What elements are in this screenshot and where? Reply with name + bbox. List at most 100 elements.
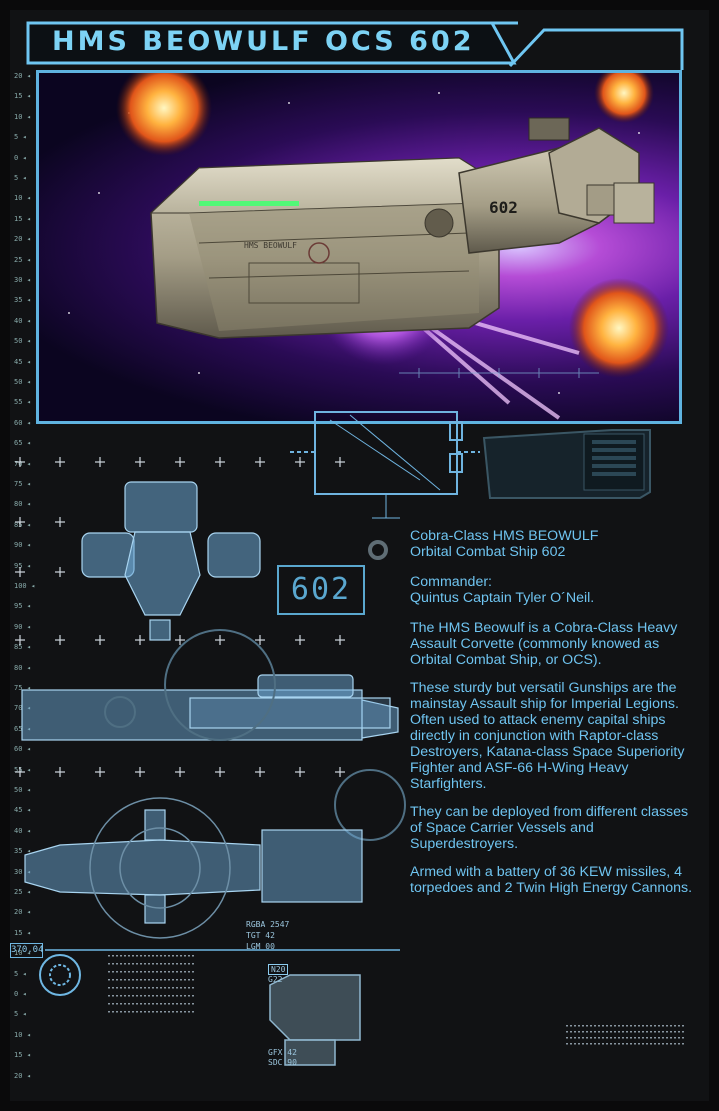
ruler-tick: 75 ◂ — [14, 684, 31, 692]
crosshair-mark — [15, 767, 25, 777]
targeting-box — [290, 411, 480, 519]
ruler-tick: 10 ◂ — [14, 194, 31, 203]
ruler-tick: 10 ◂ — [14, 112, 31, 121]
explosion-top-right — [594, 73, 654, 123]
ruler-tick: 25 ◂ — [14, 255, 31, 264]
corvette-ship: 602 HMS BEOWULF — [149, 117, 655, 339]
data-panel — [482, 429, 651, 499]
crosshair-mark — [55, 567, 65, 577]
explosion-left — [116, 73, 212, 156]
crosshair-mark — [295, 457, 305, 467]
ruler-tick: 45 ◂ — [14, 806, 31, 815]
ruler-tick: 50 ◂ — [14, 786, 31, 794]
emblem-icon — [308, 242, 330, 264]
bottom-view-schematic — [24, 809, 363, 924]
ruler-tick: 20 ◂ — [14, 235, 31, 244]
ruler-tick: 50 ◂ — [14, 378, 31, 386]
ruler-tick: 70 ◂ — [14, 459, 31, 468]
crosshair-mark — [175, 767, 185, 777]
blueprint-diagram — [15, 411, 684, 1066]
ruler-tick: 5 ◂ — [14, 1010, 27, 1019]
ruler-tick: 25 ◂ — [14, 888, 31, 896]
crosshair-mark — [15, 457, 25, 467]
crosshair-mark — [95, 457, 105, 467]
star-field — [68, 92, 640, 394]
ruler-tick: 95 ◂ — [14, 602, 31, 611]
ruler-tick: 15 ◂ — [14, 1051, 31, 1060]
title-tab: HMS BEOWULF OCS 602 — [22, 20, 518, 66]
ruler-tick: 40 ◂ — [14, 316, 31, 325]
ruler-tick: 60 ◂ — [14, 745, 31, 754]
telemetry-sdc: SDC 90 — [268, 1058, 297, 1067]
ruler-tick: 85 ◂ — [14, 643, 31, 652]
ship-description: Cobra-Class HMS BEOWULF Orbital Combat S… — [410, 528, 702, 908]
description-paragraph-3: They can be deployed from different clas… — [410, 804, 689, 852]
hud-overlay — [399, 368, 599, 378]
hero-illustration: 602 HMS BEOWULF — [36, 70, 682, 424]
crosshair-mark — [295, 767, 305, 777]
top-view-schematic — [81, 481, 261, 641]
crosshair-mark — [335, 767, 345, 777]
crosshair-mark — [175, 457, 185, 467]
heading-class: Cobra-Class HMS BEOWULF — [410, 528, 599, 544]
description-paragraph-2: These sturdy but versatil Gunships are t… — [410, 680, 685, 792]
commander-block: Commander: Quintus Captain Tyler O´Neil. — [410, 574, 702, 606]
ruler-tick: 0 ◂ — [14, 153, 27, 162]
crosshair-mark — [55, 635, 65, 645]
telemetry-gfx: GFX 42 — [268, 1048, 297, 1057]
telemetry-rgba: RGBA 2547 — [246, 920, 290, 929]
ship-scene: 602 HMS BEOWULF — [68, 73, 669, 420]
explosion-right — [569, 278, 669, 378]
ruler-tick: 10 ◂ — [14, 949, 31, 958]
ruler-tick: 90 ◂ — [14, 622, 31, 631]
ruler-tick: 0 ◂ — [14, 990, 27, 998]
crosshair-mark — [135, 635, 145, 645]
crosshair-mark — [215, 457, 225, 467]
crosshair-mark — [15, 567, 25, 577]
ruler-tick: 30 ◂ — [14, 276, 31, 284]
heading-block: Cobra-Class HMS BEOWULF Orbital Combat S… — [410, 528, 702, 560]
dot-matrix — [108, 955, 684, 1045]
crosshair-mark — [335, 457, 345, 467]
ruler-tick: 20 ◂ — [14, 72, 31, 80]
ruler-tick: 85 ◂ — [14, 520, 31, 529]
crosshair-mark — [55, 767, 65, 777]
crosshair-grid — [15, 457, 345, 777]
page-title: HMS BEOWULF OCS 602 — [52, 26, 475, 57]
radar-rings — [104, 629, 406, 841]
ruler-tick: 5 ◂ — [14, 133, 27, 142]
heading-designation: Orbital Combat Ship 602 — [410, 544, 566, 560]
crosshair-mark — [95, 767, 105, 777]
crosshair-mark — [335, 635, 345, 645]
crosshair-mark — [255, 457, 265, 467]
gear-icon — [368, 540, 388, 560]
hull-number-display: 602 — [277, 565, 365, 615]
ruler-tick: 10 ◂ — [14, 1030, 31, 1039]
crosshair-mark — [175, 635, 185, 645]
description-paragraph-4: Armed with a battery of 36 KEW missiles,… — [410, 864, 693, 896]
crosshair-mark — [215, 635, 225, 645]
telemetry-tgt: TGT 42 — [246, 931, 275, 940]
ruler-tick: 55 ◂ — [14, 398, 31, 407]
ruler-tick: 5 ◂ — [14, 174, 27, 182]
ruler-tick: 15 ◂ — [14, 92, 31, 101]
ruler-tick: 40 ◂ — [14, 826, 31, 835]
commander-label: Commander: — [410, 574, 493, 590]
ruler-tick: 45 ◂ — [14, 357, 31, 366]
telemetry-code-g22: G22 — [268, 975, 283, 984]
crosshair-mark — [15, 517, 25, 527]
crosshair-mark — [55, 517, 65, 527]
hull-name: HMS BEOWULF — [244, 241, 297, 250]
ruler-tick: 75 ◂ — [14, 480, 31, 488]
ruler-tick: 15 ◂ — [14, 214, 31, 223]
ruler-tick: 30 ◂ — [14, 867, 31, 876]
ruler-tick: 80 ◂ — [14, 500, 31, 509]
ruler-tick: 60 ◂ — [14, 418, 31, 427]
ruler-tick: 55 ◂ — [14, 765, 31, 774]
crosshair-mark — [255, 635, 265, 645]
ruler-tick: 15 ◂ — [14, 928, 31, 937]
crosshair-mark — [255, 767, 265, 777]
bracket-structure — [269, 974, 361, 1066]
crosshair-mark — [215, 767, 225, 777]
ruler-tick: 5 ◂ — [14, 969, 27, 978]
